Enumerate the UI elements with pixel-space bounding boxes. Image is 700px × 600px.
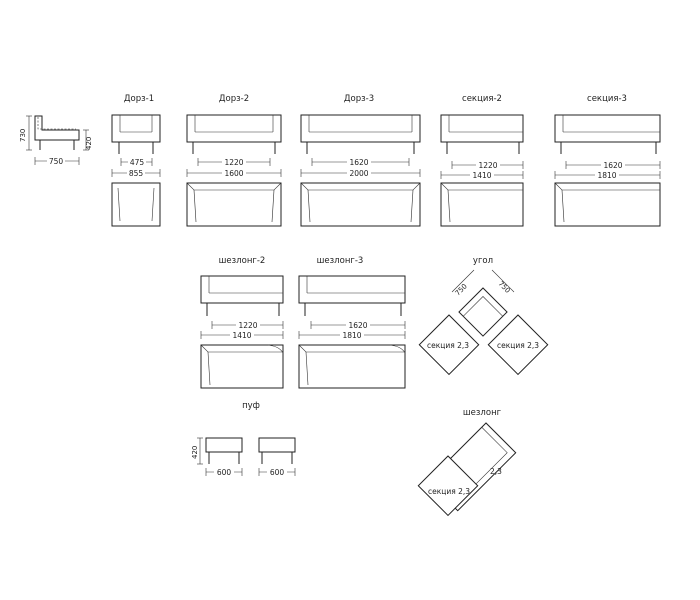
dim-shez2-inner: 1220 xyxy=(238,321,257,330)
dim-depth: 750 xyxy=(49,157,64,166)
dim-sek2-outer: 1410 xyxy=(472,171,491,180)
dim-shez2-outer: 1410 xyxy=(232,331,251,340)
dim-dorz3-inner: 1620 xyxy=(349,158,368,167)
corner-right-section-label: секция 2,3 xyxy=(497,341,539,350)
dim-height-total: 730 xyxy=(19,129,27,142)
label-corner: угол xyxy=(473,256,493,266)
shezlong-combo: шезлонг 2,3 секция 2,3 xyxy=(417,408,517,517)
dim-sek3-outer: 1810 xyxy=(597,171,616,180)
module-sek2: секция-2 1220 1410 xyxy=(440,94,524,227)
module-dorz1: Дорз-1 475 855 xyxy=(111,94,161,227)
dim-dorz1-outer: 855 xyxy=(129,169,144,178)
dim-sek3-inner: 1620 xyxy=(603,161,622,170)
dim-shez3-outer: 1810 xyxy=(342,331,361,340)
dim-pouf-width-a: 600 xyxy=(217,468,232,477)
label-dorz1: Дорз-1 xyxy=(124,94,154,104)
dim-dorz1-inner: 475 xyxy=(130,158,145,167)
dim-pouf-width-b: 600 xyxy=(270,468,285,477)
label-pouf: пуф xyxy=(242,401,260,411)
label-dorz3: Дорз-3 xyxy=(344,94,374,104)
label-shez3: шезлонг-3 xyxy=(317,256,364,266)
module-pouf: пуф 420 600 600 xyxy=(191,401,296,477)
module-dorz3: Дорз-3 1620 2000 xyxy=(300,94,421,227)
module-dorz2: Дорз-2 1220 1600 xyxy=(186,94,282,227)
dim-shez3-inner: 1620 xyxy=(348,321,367,330)
dim-sek2-inner: 1220 xyxy=(478,161,497,170)
dim-dorz3-outer: 2000 xyxy=(349,169,368,178)
label-sek3: секция-3 xyxy=(587,94,627,104)
dim-corner-b: 750 xyxy=(497,280,512,295)
dim-corner-a: 750 xyxy=(454,282,469,297)
dim-height-seat: 420 xyxy=(85,137,93,150)
label-shezlong-combo: шезлонг xyxy=(463,408,502,418)
side-profile-view: 730 420 750 xyxy=(19,115,93,166)
module-sek3: секция-3 1620 1810 xyxy=(554,94,661,227)
corner-left-section-label: секция 2,3 xyxy=(427,341,469,350)
dim-dorz2-outer: 1600 xyxy=(224,169,243,178)
label-shez2: шезлонг-2 xyxy=(219,256,266,266)
shezlong-combo-section-label: секция 2,3 xyxy=(428,487,470,496)
dim-dorz2-inner: 1220 xyxy=(224,158,243,167)
module-shez2: шезлонг-2 1220 1410 xyxy=(200,256,284,389)
shezlong-combo-long-label: 2,3 xyxy=(490,467,502,476)
label-sek2: секция-2 xyxy=(462,94,502,104)
label-dorz2: Дорз-2 xyxy=(219,94,249,104)
module-shez3: шезлонг-3 1620 1810 xyxy=(298,256,406,389)
dim-pouf-height: 420 xyxy=(191,446,199,459)
corner-arrangement: угол 750 750 секция 2,3 секция 2,3 xyxy=(418,256,549,376)
